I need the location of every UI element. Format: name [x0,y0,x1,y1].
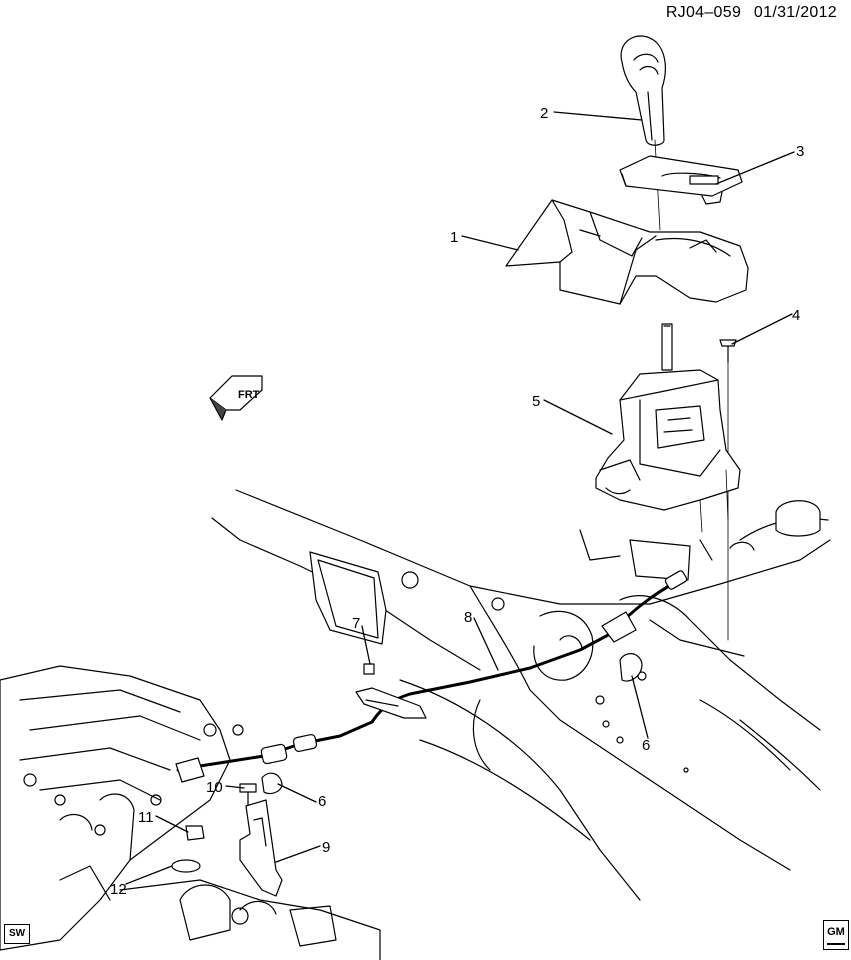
callout-11: 11 [138,809,154,826]
console-trim [505,199,749,305]
callout-4: 4 [792,307,800,324]
front-arrow-icon: FRT [209,375,263,421]
callout-9: 9 [322,839,330,856]
callout-labels: 2 3 1 4 5 8 7 6 6 10 11 9 12 [110,105,804,898]
callout-1: 1 [450,229,458,246]
engine-transmission [0,665,381,960]
shifter-rod [661,323,673,371]
callout-3: 3 [796,143,804,160]
nut-11 [185,825,205,841]
callout-8: 8 [464,609,472,626]
grommet-7 [363,663,375,675]
washer-12 [171,859,201,873]
diagram-date: 01/31/2012 [753,4,837,21]
diagram-code: RJ04–059 [665,4,742,21]
callout-12: 12 [110,881,127,898]
callout-6-lower: 6 [318,793,326,810]
shift-indicator-plate [619,155,743,205]
front-label: FRT [238,389,260,401]
callout-2: 2 [540,105,548,122]
sw-badge: SW [4,924,30,944]
shift-cable [175,570,688,783]
callout-10: 10 [206,779,223,796]
shifter-assembly [595,369,741,533]
callout-7: 7 [352,615,360,632]
floor-pan [211,489,831,901]
diagram-header: RJ04–059 01/31/2012 [666,4,837,22]
bracket-9 [239,799,283,897]
callout-6-upper: 6 [642,737,650,754]
callout-5: 5 [532,393,540,410]
leader-lines [125,111,795,885]
clip-6-upper [619,653,643,682]
shift-knob [620,35,666,231]
clip-6-lower [261,772,283,795]
gm-logo-icon: GM [823,920,849,950]
